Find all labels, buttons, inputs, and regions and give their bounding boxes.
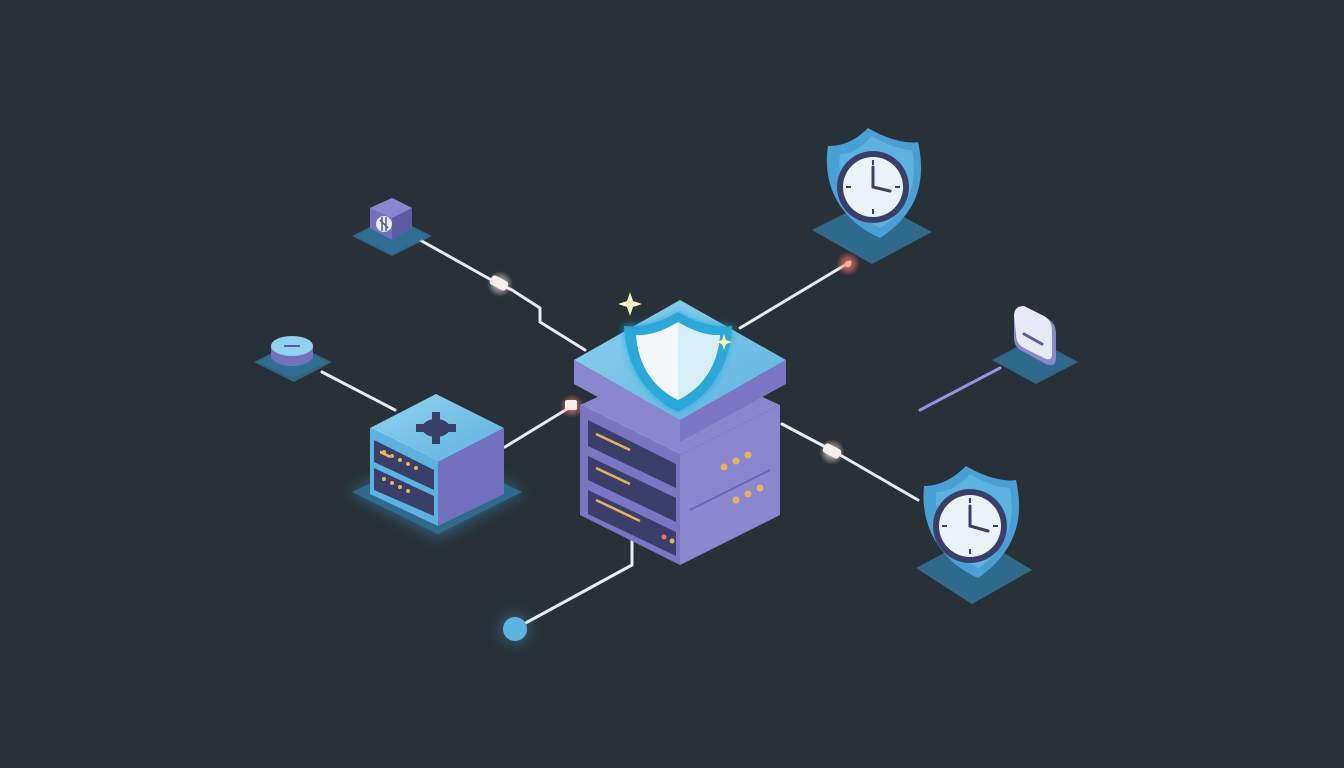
wire-server-to-clock-top (738, 260, 852, 330)
clock-icon (826, 128, 922, 238)
shield-icon (624, 312, 732, 412)
central-server-node (574, 292, 786, 565)
wire-server-to-clock-bottom (780, 422, 920, 502)
clock-top-node (812, 128, 932, 264)
endpoint-dot-icon (501, 615, 529, 643)
wire-settings-to-server (418, 238, 587, 352)
wire-disk-to-rack (320, 370, 397, 412)
settings-cube-icon (370, 198, 412, 240)
clock-bottom-node (916, 466, 1032, 604)
sparkle-icon (618, 292, 732, 350)
disk-icon (271, 336, 313, 366)
wire-server-to-endpoint (520, 530, 634, 627)
clock-icon (923, 466, 1020, 578)
wire-rack-to-server (503, 404, 574, 449)
disk-node (254, 336, 332, 382)
rack-server-icon (370, 394, 504, 526)
toggle-icon (1014, 306, 1056, 366)
wire-toggle (918, 366, 1002, 412)
toggle-node (992, 306, 1078, 384)
rack-server-node (350, 394, 524, 538)
settings-cube-node (352, 198, 432, 256)
wire-connectors (487, 252, 860, 465)
gear-icon (416, 412, 456, 444)
